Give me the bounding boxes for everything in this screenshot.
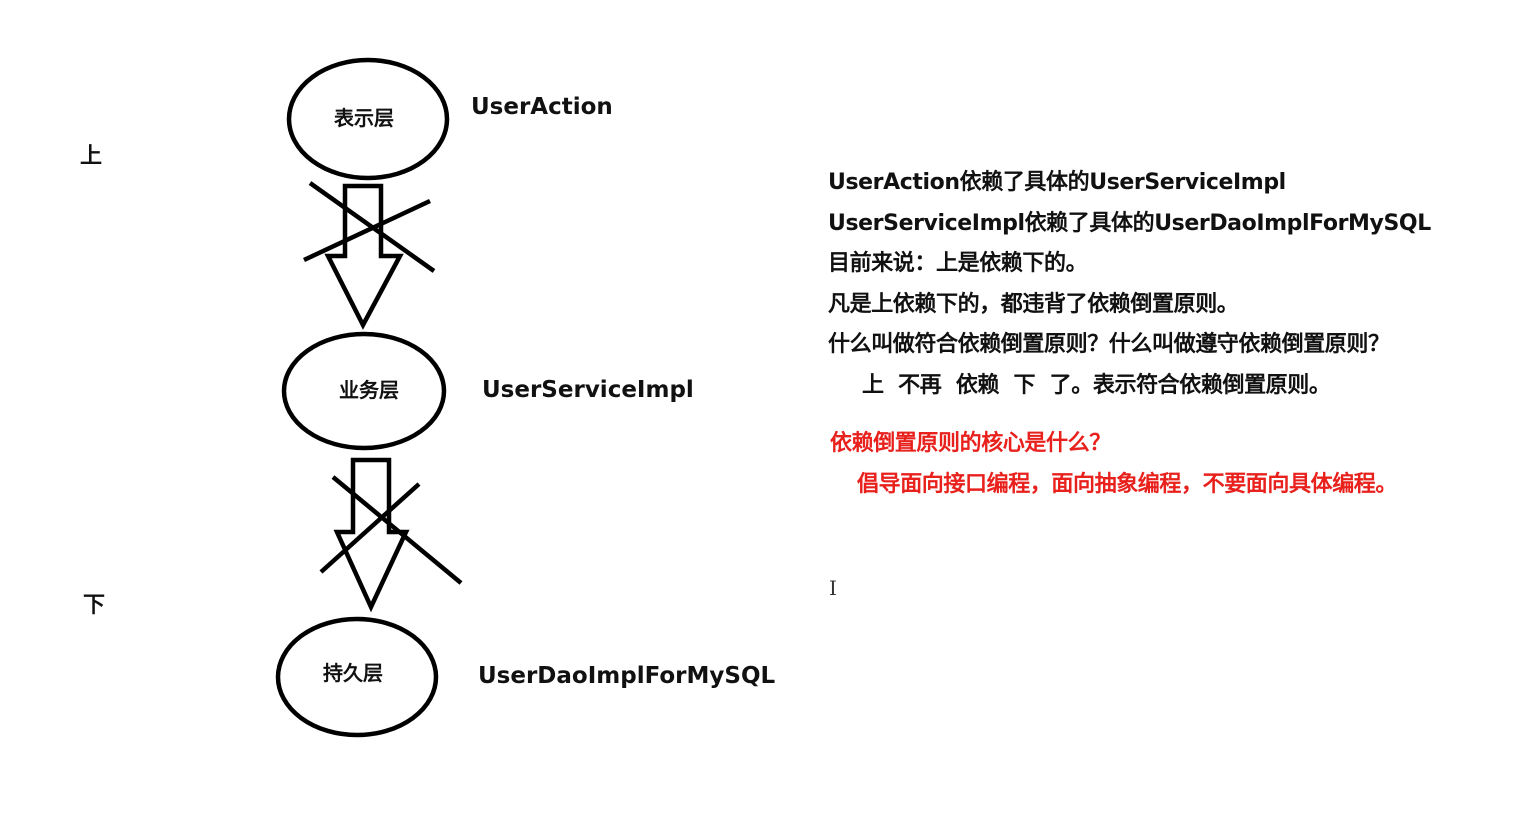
- presentation-layer-ellipse: [286, 57, 450, 181]
- persistence-layer-ellipse: [275, 616, 439, 738]
- explanation-notes: UserAction依赖了具体的UserServiceImpl UserServ…: [828, 163, 1508, 406]
- dependency-arrow-2: [333, 457, 410, 613]
- presentation-layer-label: 表示层: [334, 106, 394, 130]
- cross-mark-2a: [331, 475, 463, 585]
- core-question: 依赖倒置原则的核心是什么？: [830, 431, 1111, 456]
- user-dao-impl-class-label: UserDaoImplForMySQL: [478, 663, 776, 689]
- business-layer-ellipse: [281, 331, 447, 451]
- dependency-arrow-1: [324, 183, 404, 330]
- note-line-6: 上 不再 依赖 下 了。表示符合依赖倒置原则。: [862, 372, 1331, 398]
- user-action-class-label: UserAction: [471, 94, 613, 120]
- text-cursor-icon: I: [829, 576, 837, 600]
- note-line-4: 凡是上依赖下的，都违背了依赖倒置原则。: [828, 291, 1239, 317]
- note-line-1: UserAction依赖了具体的UserServiceImpl: [828, 170, 1286, 195]
- upper-side-label: 上: [80, 144, 103, 169]
- note-line-3: 目前来说：上是依赖下的。: [828, 251, 1088, 276]
- core-principle-highlight: 依赖倒置原则的核心是什么？ 倡导面向接口编程，面向抽象编程，不要面向具体编程。: [830, 423, 1397, 505]
- note-line-2: UserServiceImpl依赖了具体的UserDaoImplForMySQL: [828, 210, 1431, 236]
- core-answer: 倡导面向接口编程，面向抽象编程，不要面向具体编程。: [857, 472, 1398, 497]
- cross-mark-1b: [303, 198, 431, 263]
- persistence-layer-label: 持久层: [323, 661, 383, 685]
- user-service-impl-class-label: UserServiceImpl: [482, 377, 694, 403]
- business-layer-label: 业务层: [339, 378, 399, 402]
- note-line-5: 什么叫做符合依赖倒置原则？什么叫做遵守依赖倒置原则？: [828, 332, 1390, 357]
- cross-mark-2b: [319, 482, 421, 574]
- lower-side-label: 下: [83, 593, 106, 618]
